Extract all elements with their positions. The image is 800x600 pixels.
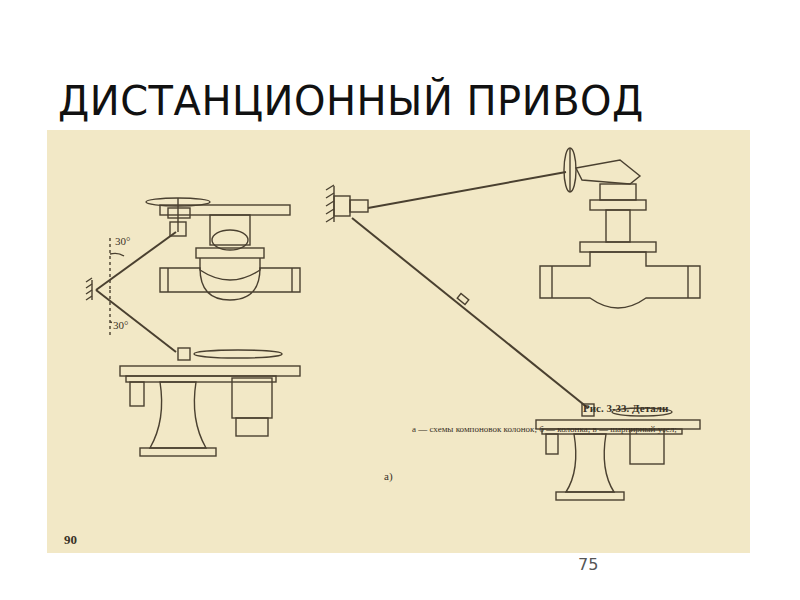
drawing-line (687, 266, 688, 298)
drawing-line (167, 268, 168, 292)
drawing-line (546, 434, 558, 454)
drawing-line (109, 238, 110, 290)
drawing-line (170, 222, 186, 236)
drawing-line (590, 200, 646, 210)
drawing-line (540, 252, 700, 308)
drawing-line (630, 430, 664, 464)
drawing-line (569, 148, 570, 192)
drawing-line (120, 366, 300, 376)
drawing-line (556, 492, 624, 500)
drawing-line (564, 148, 576, 192)
drawing-line (350, 200, 368, 212)
caption-legend: а — схемы компоновок колонок; б — колонк… (412, 424, 677, 434)
drawing-line (150, 382, 206, 448)
drawing-line (96, 232, 176, 290)
drawing-line (600, 184, 636, 200)
drawing-line (457, 294, 469, 305)
left-assembly (86, 198, 300, 456)
figure-caption: Рис. 3-33. Детали (583, 402, 668, 414)
drawing-line (606, 210, 630, 242)
drawing-line (196, 248, 264, 258)
drawing-line (160, 268, 300, 300)
drawing-line (368, 172, 566, 208)
drawing-line (551, 266, 552, 298)
drawing-line (86, 278, 92, 300)
book-page-number: 90 (64, 532, 77, 548)
drawing-line (236, 418, 268, 436)
paper-scan (47, 130, 750, 553)
drawing-line (126, 376, 276, 382)
drawing-line (334, 196, 350, 216)
drawing-line (194, 350, 282, 358)
slide-number: 75 (578, 555, 598, 574)
drawing-line (200, 258, 260, 280)
drawing-line (96, 290, 176, 352)
drawing-line (566, 434, 614, 492)
drawing-line (576, 160, 640, 184)
subfigure-label: а) (384, 470, 393, 482)
drawing-line (212, 230, 248, 250)
angle-label: 30° (114, 235, 131, 247)
angle-label: 30° (112, 319, 129, 331)
drawing-line (140, 448, 216, 456)
slide-title: ДИСТАНЦИОННЫЙ ПРИВОД (58, 78, 644, 124)
drawing-line (109, 290, 110, 335)
drawing-line (110, 253, 124, 256)
drawing-line (160, 205, 290, 215)
drawing-line (168, 208, 190, 218)
drawing-line (580, 242, 656, 252)
drawing-line (291, 268, 292, 292)
drawing-line (178, 348, 190, 360)
drawing-line (130, 382, 144, 406)
drawing-line (232, 378, 272, 418)
drawing-line (326, 185, 334, 222)
right-assembly (326, 148, 700, 500)
drawing-line (352, 218, 588, 408)
